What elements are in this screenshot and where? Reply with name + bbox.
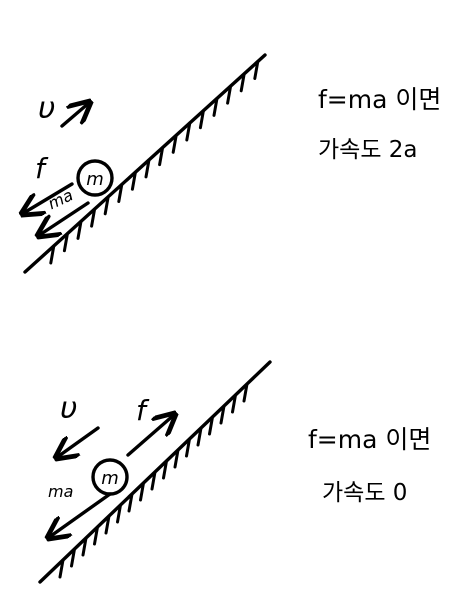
- hatch-tick: [196, 426, 203, 447]
- friction-label-2: f: [136, 394, 150, 427]
- hatch-tick: [198, 109, 205, 130]
- incline-surface-1: [23, 53, 267, 274]
- velocity-label-2: υ: [60, 391, 77, 426]
- velocity-label-1: υ: [38, 91, 55, 126]
- mass-ball-2: m: [91, 458, 129, 496]
- hatch-tick: [231, 393, 237, 414]
- inertial-force-label-1: ma: [45, 185, 76, 213]
- inertial-force-arrow-2: [48, 492, 112, 538]
- hatch-tick: [70, 547, 76, 568]
- hatch-tick: [253, 60, 260, 80]
- mass-ball-1: m: [76, 159, 114, 197]
- condition-text-2: f=ma 이면: [308, 425, 431, 454]
- hatch-tick: [90, 207, 97, 228]
- hatch-tick: [58, 558, 65, 579]
- result-text-1: 가속도 2a: [318, 137, 418, 163]
- incline-hatching-2: [58, 382, 249, 579]
- hatch-tick: [171, 133, 178, 154]
- velocity-arrow-2: [56, 426, 100, 458]
- hatch-tick: [162, 459, 168, 480]
- friction-label-1: f: [35, 152, 49, 185]
- diagram-1: m υ f ma f=ma 이면 가속도 2a: [22, 53, 441, 274]
- diagram-2: m υ f ma f=ma 이면 가속도 0: [38, 360, 431, 584]
- hatch-tick: [104, 514, 111, 535]
- hatch-tick: [144, 158, 151, 179]
- hatch-tick: [158, 146, 165, 167]
- friction-arrow-1: [22, 182, 74, 214]
- hatch-tick: [93, 525, 99, 546]
- velocity-arrow-1: [60, 102, 90, 128]
- hatch-tick: [212, 96, 219, 117]
- hatch-tick: [76, 219, 83, 240]
- hatch-tick: [49, 244, 56, 265]
- hatch-tick: [103, 195, 110, 216]
- hatch-tick: [208, 415, 214, 436]
- incline-hatching-1: [49, 60, 260, 265]
- hatch-tick: [127, 492, 134, 513]
- hatch-tick: [242, 382, 249, 403]
- hatch-tick: [81, 536, 88, 557]
- result-text-2: 가속도 0: [322, 480, 407, 506]
- mass-label-1: m: [86, 169, 104, 190]
- hatch-tick: [130, 170, 137, 191]
- hatch-tick: [226, 84, 233, 105]
- condition-text-1: f=ma 이면: [318, 85, 441, 114]
- hatch-tick: [139, 481, 145, 502]
- friction-arrow-2: [126, 414, 175, 457]
- hatch-tick: [239, 72, 246, 93]
- hatch-tick: [185, 121, 192, 142]
- hatch-tick: [185, 437, 191, 458]
- hatch-tick: [62, 232, 69, 253]
- hatch-tick: [116, 503, 122, 524]
- hatch-tick: [219, 404, 226, 425]
- inertial-force-label-2: ma: [48, 482, 73, 501]
- hatch-tick: [150, 470, 157, 491]
- mass-label-2: m: [101, 468, 119, 489]
- hatch-tick: [173, 448, 180, 469]
- hatch-tick: [117, 183, 124, 203]
- inertial-force-arrow-1: [38, 201, 90, 236]
